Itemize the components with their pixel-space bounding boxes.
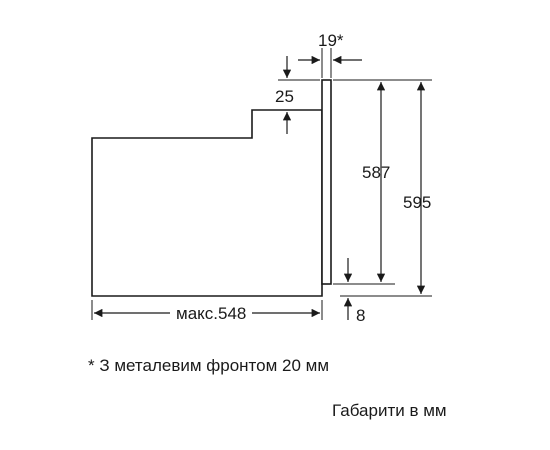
- footnote-metal-front: * З металевим фронтом 20 мм: [88, 356, 330, 375]
- dim-inner-height-label: 587: [362, 163, 390, 182]
- dim-front-thickness-label: 19*: [318, 31, 344, 50]
- dim-bottom-gap-label: 8: [356, 306, 365, 325]
- extension-lines: [91, 48, 432, 320]
- oven-body-outline: [91, 109, 323, 297]
- dim-top-step-label: 25: [275, 87, 294, 106]
- dim-total-height-label: 595: [403, 193, 431, 212]
- units-note: Габарити в мм: [332, 401, 447, 420]
- dim-max-depth-label: макс.548: [176, 304, 246, 323]
- oven-front-panel: [321, 79, 332, 285]
